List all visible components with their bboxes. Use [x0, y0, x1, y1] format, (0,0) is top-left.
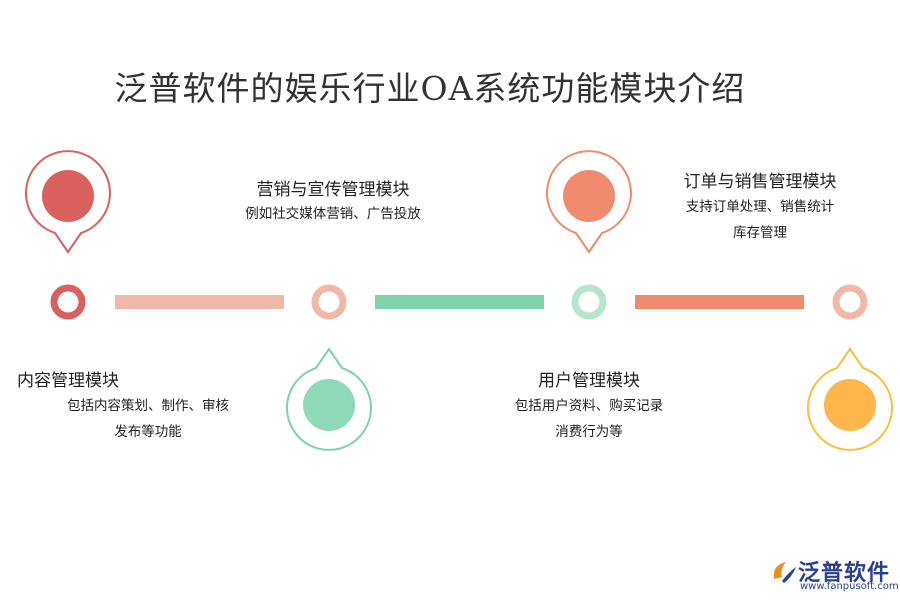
timeline-node-4	[832, 284, 868, 320]
timeline-node-2	[311, 284, 347, 320]
module-1-description: 包括内容策划、制作、审核 发布等功能	[38, 393, 258, 445]
timeline-node-3	[571, 284, 607, 320]
module-4-desc-line1: 支持订单处理、销售统计	[685, 199, 835, 215]
module-1-pin-icon	[25, 150, 111, 254]
connector-bar-3	[635, 295, 804, 309]
module-2-desc-line1: 例如社交媒体营销、广告投放	[245, 206, 421, 222]
timeline-node-1	[50, 284, 86, 320]
module-1-heading: 内容管理模块	[17, 371, 119, 391]
module-3-pin-icon	[546, 150, 632, 254]
brand-logo: 泛普软件 www.fanpusoft.com	[770, 551, 899, 596]
module-3-description: 包括用户资料、购买记录 消费行为等	[479, 393, 699, 445]
module-4-description: 支持订单处理、销售统计 库存管理	[650, 194, 870, 246]
module-4-heading: 订单与销售管理模块	[683, 172, 837, 192]
logo-name: 泛普软件	[798, 561, 891, 586]
module-2-description: 例如社交媒体营销、广告投放	[213, 201, 453, 227]
module-2-heading: 营销与宣传管理模块	[256, 180, 410, 200]
module-1-desc-line1: 包括内容策划、制作、审核	[67, 398, 229, 414]
connector-bar-1	[115, 295, 284, 309]
module-3-heading: 用户管理模块	[538, 371, 640, 391]
logo-url: www.fanpusoft.com	[800, 581, 899, 592]
module-3-desc-line1: 包括用户资料、购买记录	[514, 398, 664, 414]
connector-bar-2	[375, 295, 544, 309]
page-title: 泛普软件的娱乐行业OA系统功能模块介绍	[114, 69, 746, 108]
module-4-desc-line2: 库存管理	[733, 225, 787, 241]
module-4-pin-icon	[807, 347, 893, 451]
logo-icon	[773, 562, 796, 583]
module-2-pin-icon	[286, 347, 372, 451]
module-1-desc-line2: 发布等功能	[114, 424, 182, 440]
module-3-desc-line2: 消费行为等	[555, 424, 623, 440]
